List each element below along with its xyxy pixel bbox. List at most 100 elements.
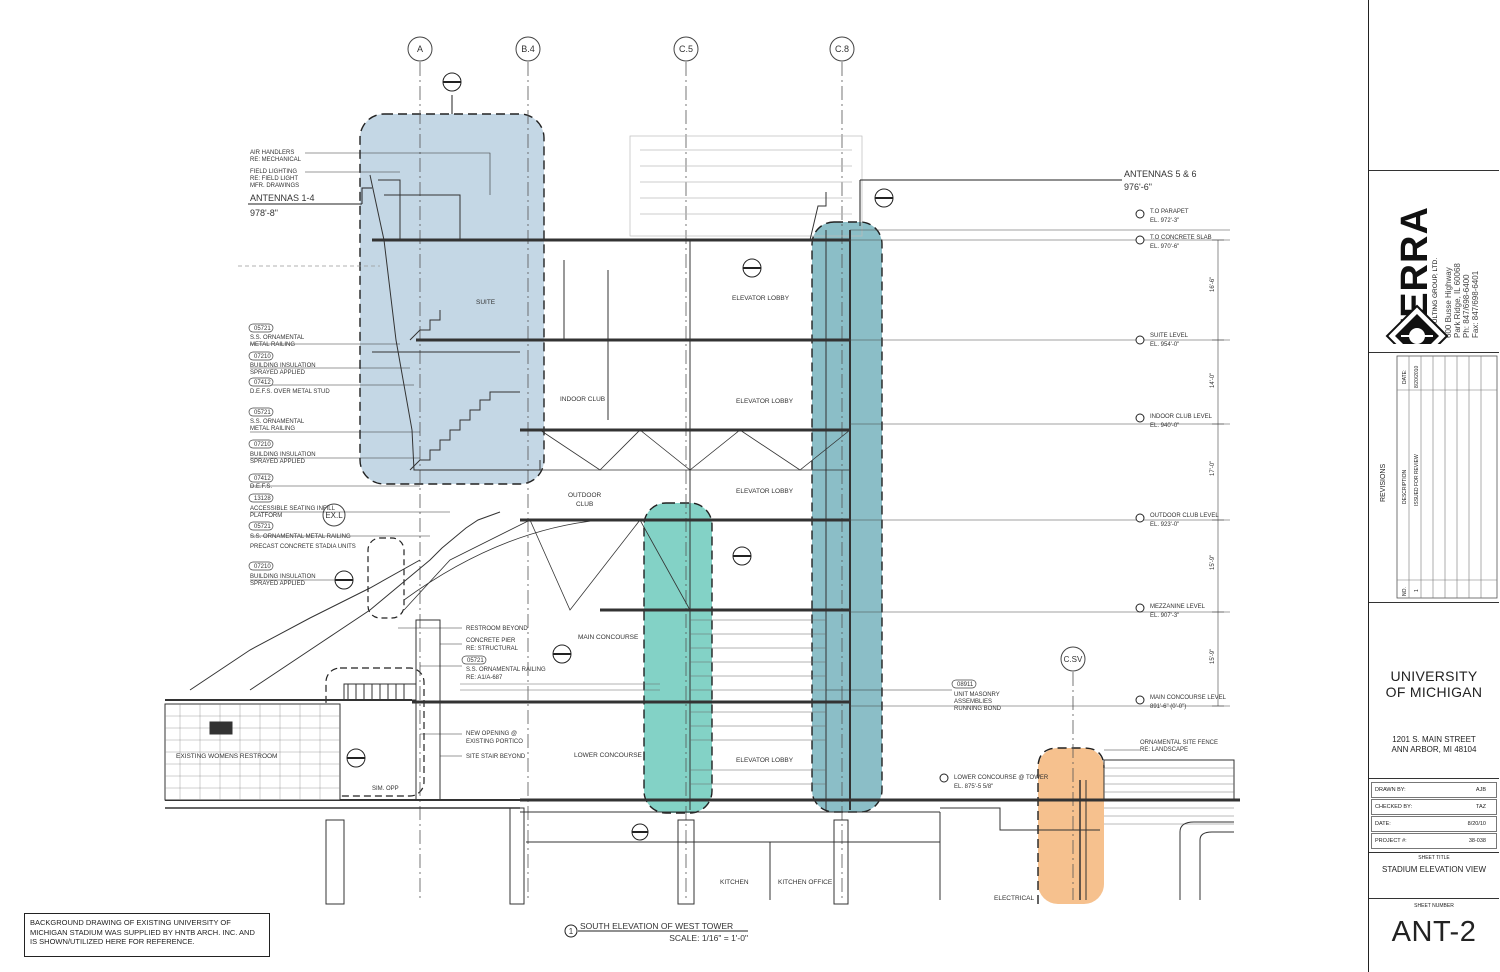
- note-insulation-2a: BUILDING INSULATION: [250, 452, 316, 458]
- revisions-col-description: DESCRIPTION: [1402, 469, 1408, 504]
- note-code-3: 07412: [254, 380, 271, 386]
- room-lower-concourse: LOWER CONCOURSE: [574, 752, 643, 759]
- center-note-leaders: [398, 627, 1140, 757]
- level-name-outdoor-club: OUTDOOR CLUB LEVEL: [1150, 513, 1219, 519]
- grid-label-a: A: [417, 44, 423, 54]
- note-railing-2b: METAL RAILING: [250, 426, 295, 432]
- note-railing-1b: METAL RAILING: [250, 342, 295, 348]
- client-line-2: OF MICHIGAN: [1385, 684, 1483, 700]
- level-targets: [939, 209, 1145, 783]
- note-code-9: 07210: [254, 564, 271, 570]
- drawing-scale: SCALE: 1/16" = 1'-0": [669, 933, 748, 943]
- dimension-2: 14'-0": [1210, 373, 1216, 388]
- note-railing-code: 05721: [467, 658, 484, 664]
- room-indoor-club: INDOOR CLUB: [560, 396, 605, 403]
- grid-bubbles: [322, 36, 1086, 672]
- reference-note: BACKGROUND DRAWING OF EXISTING UNIVERSIT…: [24, 913, 270, 957]
- info-project: PROJECT #: 38-038: [1371, 833, 1497, 849]
- info-label-project: PROJECT #:: [1375, 838, 1407, 844]
- note-new-opening: NEW OPENING @: [466, 731, 517, 737]
- drawing-title: SOUTH ELEVATION OF WEST TOWER: [580, 921, 733, 931]
- sheet-title-label: SHEET TITLE: [1418, 855, 1450, 861]
- level-name-suite: SUITE LEVEL: [1150, 333, 1189, 339]
- note-fence: ORNAMENTAL SITE FENCE: [1140, 740, 1218, 746]
- room-outdoor-club-2: CLUB: [576, 501, 593, 508]
- note-concrete-pier-ref: RE: STRUCTURAL: [466, 646, 519, 652]
- note-code-5: 07210: [254, 442, 271, 448]
- drawing-number: 1: [569, 927, 574, 936]
- note-concrete-pier: CONCRETE PIER: [466, 638, 516, 644]
- note-masonry-3: RUNNING BOND: [954, 706, 1002, 712]
- antennas-left-label: ANTENNAS 1-4: [250, 193, 315, 203]
- client-line-1: UNIVERSITY: [1390, 668, 1478, 684]
- room-kitchen-office: KITCHEN OFFICE: [778, 879, 833, 886]
- note-field-lighting: FIELD LIGHTING: [250, 169, 297, 175]
- note-railing-3: S.S. ORNAMENTAL METAL RAILING: [250, 534, 351, 540]
- note-stadia: PRECAST CONCRETE STADIA UNITS: [250, 544, 356, 550]
- building-section: [164, 174, 1240, 905]
- antenna-zone-blue: [359, 113, 545, 485]
- level-name-indoor-club: INDOOR CLUB LEVEL: [1150, 414, 1213, 420]
- note-sim-opp: SIM. OPP: [372, 786, 399, 792]
- note-existing-portico: EXISTING PORTICO: [466, 739, 523, 745]
- left-note-leaders: [250, 152, 491, 581]
- note-code-4: 05721: [254, 410, 271, 416]
- note-defs-1: D.E.F.S. OVER METAL STUD: [250, 389, 330, 395]
- revisions-table: REVISIONS NO. DESCRIPTION DATE: 1 ISSUED…: [1380, 355, 1498, 599]
- note-site-stair: SITE STAIR BEYOND: [466, 754, 526, 760]
- note-masonry-1: UNIT MASONRY: [954, 692, 1000, 698]
- note-railing-center: S.S. ORNAMENTAL RAILING: [466, 667, 546, 673]
- room-kitchen: KITCHEN: [720, 879, 749, 886]
- grid-label-exl: EX.L: [325, 511, 343, 520]
- note-seating-b: PLATFORM: [250, 513, 282, 519]
- note-code-7: 13128: [254, 496, 271, 502]
- info-value-project: 38-038: [1468, 838, 1486, 844]
- level-name-main-concourse: MAIN CONCOURSE LEVEL: [1150, 695, 1227, 701]
- info-label-drawn-by: DRAWN BY:: [1375, 787, 1406, 793]
- sheet-number-label: SHEET NUMBER: [1414, 903, 1454, 909]
- info-value-drawn-by: AJB: [1475, 787, 1486, 793]
- room-elevator-lobby-3: ELEVATOR LOBBY: [736, 488, 794, 495]
- drawing-number-bubble: [564, 924, 578, 938]
- company-fax: Fax: 847/698-6401: [1471, 270, 1480, 338]
- elevation-drawing: A B.4 C.5 C.8 C.SV EX.L: [164, 36, 1240, 943]
- level-name-parapet: T.O PARAPET: [1150, 209, 1189, 215]
- level-name-mezzanine: MEZZANINE LEVEL: [1150, 604, 1206, 610]
- antenna-zone-teal: [811, 221, 883, 813]
- level-name-slab: T.O CONCRETE SLAB: [1150, 235, 1212, 241]
- revisions-row-no: 1: [1414, 589, 1420, 592]
- room-electrical: ELECTRICAL: [994, 895, 1034, 902]
- note-restroom-beyond: RESTROOM BEYOND: [466, 626, 528, 632]
- revisions-title: REVISIONS: [1380, 464, 1387, 502]
- room-suite: SUITE: [476, 299, 496, 306]
- room-elevator-lobby-2: ELEVATOR LOBBY: [736, 398, 794, 405]
- note-code-1: 05721: [254, 326, 271, 332]
- note-insulation-1b: SPRAYED APPLIED: [250, 370, 306, 376]
- grid-label-b4: B.4: [521, 44, 535, 54]
- antennas-right-elev: 976'-6": [1124, 182, 1152, 192]
- antenna-zone-green: [643, 502, 713, 814]
- note-field-lighting-mfr: MFR. DRAWINGS: [250, 183, 299, 189]
- level-elev-mezzanine: EL. 907'-3": [1150, 613, 1179, 619]
- portico-zone: [325, 667, 425, 797]
- grid-lines: [419, 62, 1074, 900]
- note-code-6: 07412: [254, 476, 271, 482]
- note-masonry-code: 08911: [957, 682, 974, 688]
- info-value-checked-by: TAZ: [1476, 804, 1486, 810]
- info-value-date: 8/20/10: [1467, 821, 1486, 827]
- note-railing-1a: S.S. ORNAMENTAL: [250, 335, 305, 341]
- antennas-right-label: ANTENNAS 5 & 6: [1124, 169, 1197, 179]
- note-insulation-3b: SPRAYED APPLIED: [250, 581, 306, 587]
- center-note-code-boxes: [461, 655, 977, 689]
- info-date: DATE:8/20/10: [1371, 816, 1497, 832]
- room-elevator-lobby-4: ELEVATOR LOBBY: [736, 757, 794, 764]
- title-block: TERRA CONSULTING GROUP, LTD. 600 Busse H…: [1368, 0, 1500, 972]
- section-marker-bars: [335, 81, 893, 833]
- antennas-left-elev: 978'-8": [250, 208, 278, 218]
- company-address-2: Park Ridge, IL 60068: [1453, 263, 1462, 338]
- room-outdoor-club-1: OUTDOOR: [568, 492, 602, 499]
- level-elev-indoor-club: EL. 940'-0": [1150, 423, 1179, 429]
- level-elev-parapet: EL. 972'-3": [1150, 218, 1179, 224]
- dimension-3: 17'-0": [1210, 461, 1216, 476]
- antenna-zone-orange: [1038, 748, 1104, 904]
